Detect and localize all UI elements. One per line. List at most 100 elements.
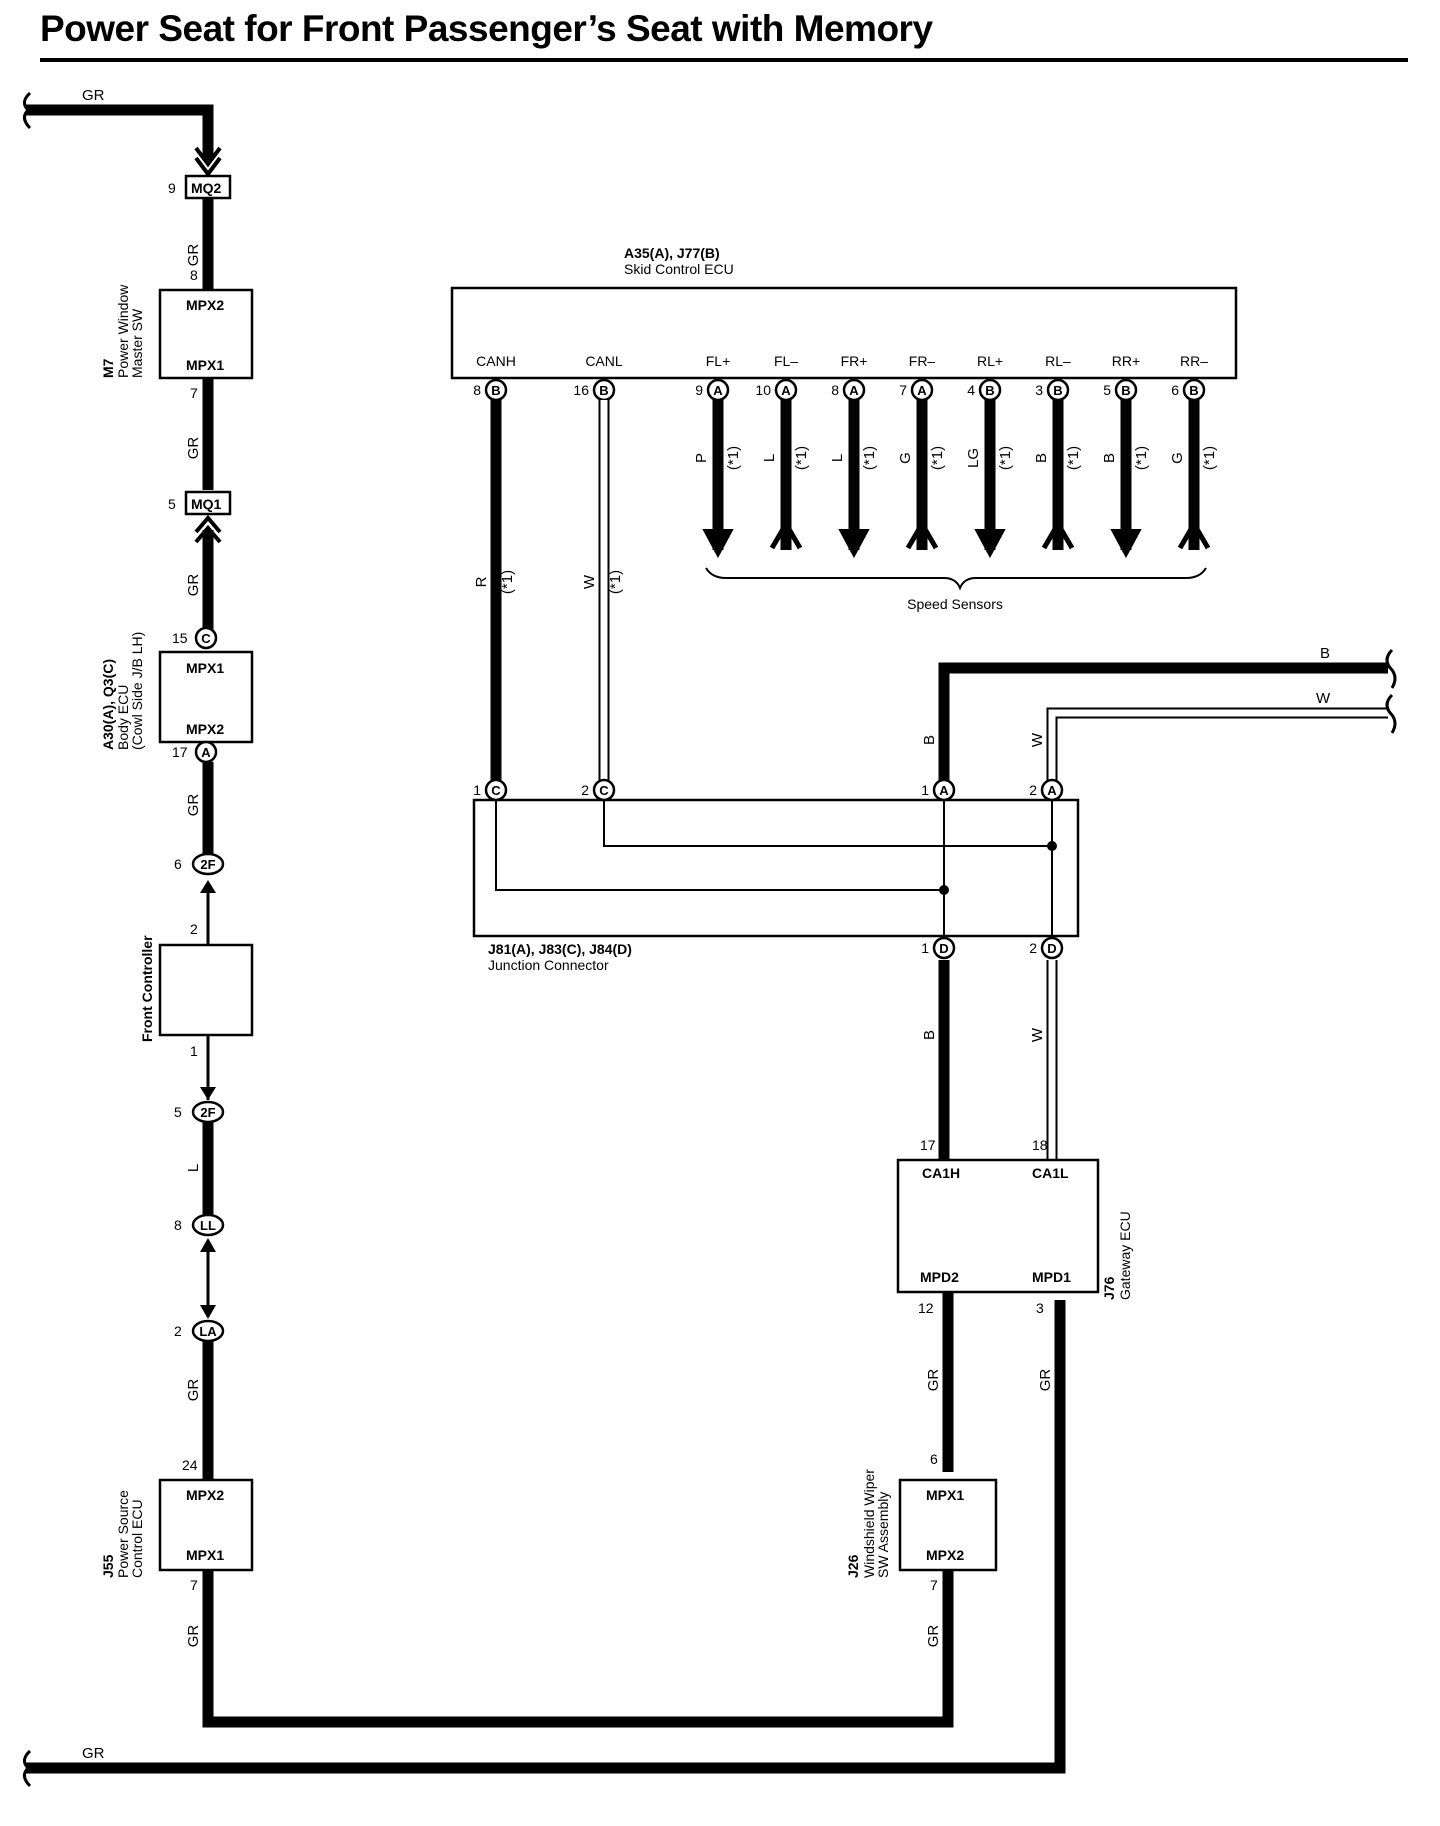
junction-top-connector-letter: C — [599, 783, 609, 798]
skid-terminal-label: RL– — [1045, 353, 1071, 369]
skid-terminal-connector-letter: A — [917, 383, 927, 398]
left-chain: GR MQ2 9 GR 8 MPX2 MPX1 M7 Power Window … — [23, 87, 1066, 1788]
skid-terminal-connector-letter: B — [1053, 383, 1062, 398]
j55-name1: Power Source — [115, 1490, 131, 1578]
skid-terminal-pin: 5 — [1103, 382, 1111, 398]
junction-bottom-connector-letter: D — [939, 941, 948, 956]
wire-label-gr-6: GR — [185, 1625, 202, 1648]
wire-label-w-3: W — [1029, 1027, 1046, 1042]
connector-ll — [191, 1213, 225, 1237]
m7-name1: Power Window — [115, 284, 131, 378]
speed-sensor-note: (*1) — [1201, 446, 1218, 470]
j55-pin-top: 24 — [182, 1457, 198, 1473]
junction-bottom-connector — [1040, 936, 1064, 960]
wire-w-right-outer — [1046, 707, 1388, 782]
junction-top-connector-letter: A — [1047, 783, 1057, 798]
skid-terminal-label: CANH — [476, 353, 516, 369]
body-ecu — [158, 650, 254, 744]
skid-code: A35(A), J77(B) — [624, 245, 720, 261]
connector-2f-top-label: 2F — [200, 857, 215, 872]
skid-terminal-connector-letter: A — [713, 383, 723, 398]
skid-terminal-pin: 3 — [1035, 382, 1043, 398]
wire-label-gr-bottom: GR — [82, 1745, 105, 1762]
wire-label-w-right: W — [1316, 690, 1331, 707]
skid-terminal-pin: 9 — [695, 382, 703, 398]
arrow-2f-top — [200, 880, 216, 893]
note-canh: (*1) — [499, 570, 516, 594]
bodyecu-pin-bot: 17 — [172, 744, 188, 760]
junction-top-pin: 2 — [1029, 782, 1037, 798]
gateway-term-tr: CA1L — [1032, 1165, 1069, 1181]
speed-sensor-arrow — [838, 529, 870, 559]
speed-sensor-wire-color: B — [1033, 453, 1050, 463]
wire-w-right-inner — [1048, 709, 1388, 782]
connector-mq2-label: MQ2 — [191, 180, 222, 196]
note-canl: (*1) — [607, 570, 624, 594]
gateway-pin-bl: 12 — [918, 1300, 934, 1316]
j26-group: MPX1 MPX2 J26 Windshield Wiper SW Assemb… — [845, 1469, 998, 1593]
connector-2f-bot-label: 2F — [200, 1105, 215, 1120]
speed-sensors-brace — [705, 567, 1207, 591]
j26-windshield-wiper-sw — [898, 1478, 998, 1572]
junction-top-connector-letter: A — [939, 783, 949, 798]
speed-sensor-arrow — [905, 519, 939, 550]
m7-term-bot: MPX1 — [186, 357, 224, 373]
connector-mq1-label: MQ1 — [191, 496, 222, 512]
gateway-code: J76 — [1101, 1276, 1117, 1300]
wire-label-gr-3: GR — [185, 574, 202, 597]
speed-sensor-wire-color: P — [693, 453, 710, 463]
skid-terminal-pin: 8 — [831, 382, 839, 398]
m7-name2: Master SW — [129, 308, 145, 378]
junction-bottom-connector — [932, 936, 956, 960]
junction-bottom-connector-letter: D — [1047, 941, 1056, 956]
skid-terminal-label: RR– — [1180, 353, 1208, 369]
connector-la-pin: 2 — [174, 1323, 182, 1339]
skid-terminal-label: FR+ — [841, 353, 868, 369]
skid-terminal-connector-letter: B — [1189, 383, 1198, 398]
speed-sensor-note: (*1) — [997, 446, 1014, 470]
wire-label-b-2: B — [921, 735, 938, 745]
skid-terminal-label: RL+ — [977, 353, 1003, 369]
junction-dot-b — [939, 885, 949, 895]
gateway-name: Gateway ECU — [1117, 1211, 1133, 1300]
m7-term-top: MPX2 — [186, 297, 224, 313]
connector-mq1 — [184, 490, 232, 516]
m7-pin-bot: 7 — [190, 385, 198, 401]
speed-sensor-wire-color: L — [829, 454, 846, 462]
bodyecu-term-top: MPX1 — [186, 660, 224, 676]
speed-sensor-wire-color: L — [761, 454, 778, 462]
gateway-pin-tl: 17 — [920, 1137, 936, 1153]
speed-sensor-arrow — [1110, 529, 1142, 559]
junction-top-connector — [932, 778, 956, 802]
bodyecu-name2: (Cowl Side J/B LH) — [129, 632, 145, 750]
diagram-title: Power Seat for Front Passenger’s Seat wi… — [40, 8, 933, 49]
wire-gr-top — [26, 104, 214, 160]
skid-terminal-label: RR+ — [1112, 353, 1140, 369]
skid-terminal-pin: 16 — [573, 382, 589, 398]
skid-terminal-label: CANL — [585, 353, 623, 369]
skid-terminal-connector-letter: B — [1121, 383, 1130, 398]
front-controller — [158, 943, 254, 1037]
wire-label-gr-8: GR — [1037, 1369, 1054, 1392]
arrow-mq1 — [194, 514, 222, 544]
skid-terminal-label: FL– — [774, 353, 798, 369]
junction-top-pin: 1 — [473, 782, 481, 798]
arrow-ll — [200, 1238, 216, 1252]
speed-sensor-arrow — [702, 529, 734, 559]
skid-terminal-pin: 7 — [899, 382, 907, 398]
bodyecu-term-bot: MPX2 — [186, 721, 224, 737]
speed-sensor-wire-color: G — [897, 452, 914, 464]
wire-label-gr-7: GR — [925, 1369, 942, 1392]
speed-sensor-note: (*1) — [1065, 446, 1082, 470]
arrow-2f-bot — [200, 1087, 216, 1100]
connector-ll-pin: 8 — [174, 1217, 182, 1233]
skid-control-ecu — [450, 286, 1238, 380]
j26-code: J26 — [845, 1554, 861, 1578]
speed-sensor-arrow — [1041, 519, 1075, 550]
j26-name2: SW Assembly — [875, 1492, 891, 1578]
speed-sensor-wire-color: LG — [965, 448, 982, 468]
connector-mq1-pin: 5 — [168, 496, 176, 512]
speed-sensor-note: (*1) — [861, 446, 878, 470]
